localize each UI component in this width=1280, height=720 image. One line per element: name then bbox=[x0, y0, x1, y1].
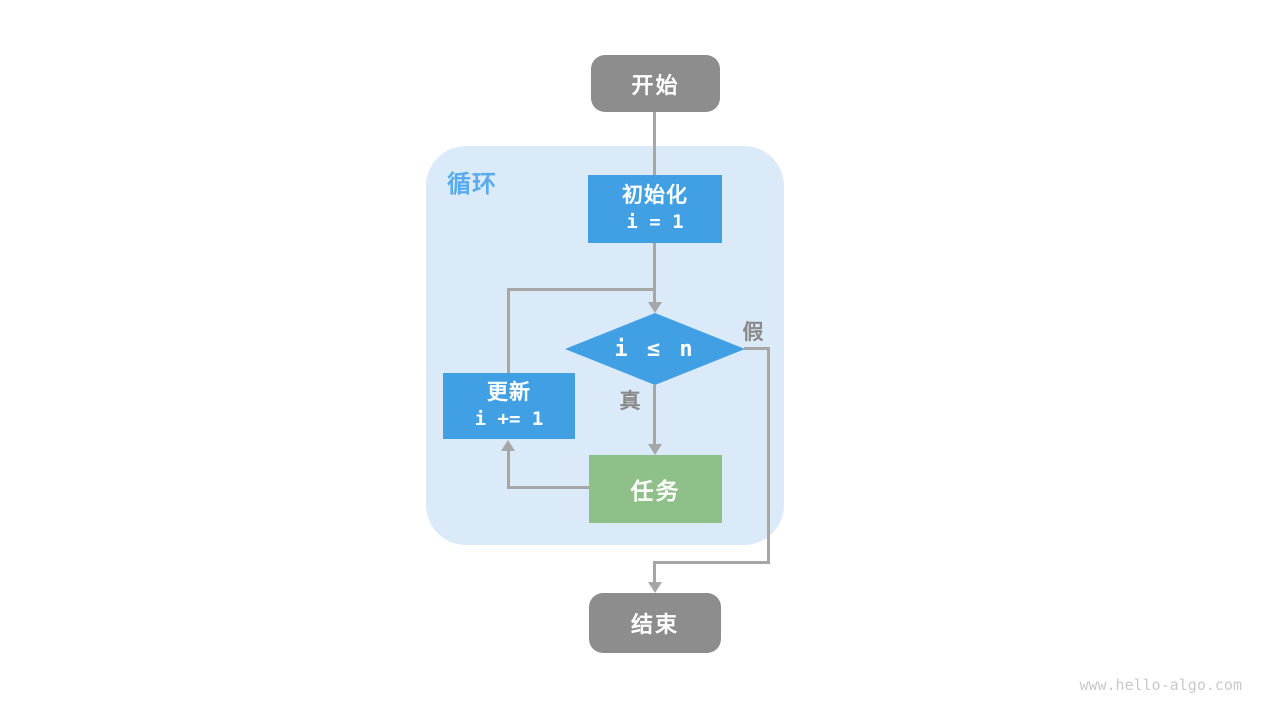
true-branch-label: 真 bbox=[619, 390, 641, 413]
arrowhead-into-end bbox=[648, 582, 662, 593]
arrowhead-into-task bbox=[648, 444, 662, 455]
connector-false-down bbox=[767, 347, 770, 564]
connector-task-left bbox=[507, 486, 590, 489]
connector-condition-to-task bbox=[653, 385, 656, 445]
connector-update-across bbox=[507, 288, 655, 291]
connector-false-to-end bbox=[653, 561, 656, 584]
watermark: www.hello-algo.com bbox=[1079, 676, 1242, 694]
node-start-label: 开始 bbox=[631, 72, 680, 98]
node-end: 结束 bbox=[589, 593, 721, 653]
connector-false-across bbox=[653, 561, 770, 564]
connector-update-up bbox=[507, 288, 510, 373]
node-end-label: 结束 bbox=[630, 612, 679, 637]
arrowhead-into-update bbox=[501, 440, 515, 451]
false-branch-label: 假 bbox=[742, 321, 764, 344]
arrowhead-into-condition bbox=[648, 302, 662, 313]
node-condition-code: i ≤ n bbox=[614, 336, 696, 362]
node-initialize-label: 初始化 bbox=[622, 184, 688, 207]
node-update: 更新 i += 1 bbox=[443, 373, 575, 439]
node-task: 任务 bbox=[589, 455, 722, 523]
node-task-label: 任务 bbox=[630, 478, 681, 504]
connector-start-to-init bbox=[653, 110, 656, 176]
loop-container-label: 循环 bbox=[447, 171, 497, 198]
node-update-code: i += 1 bbox=[474, 408, 544, 431]
node-update-label: 更新 bbox=[487, 381, 531, 404]
node-initialize-code: i = 1 bbox=[626, 211, 684, 234]
connector-init-to-condition bbox=[653, 243, 656, 304]
node-start: 开始 bbox=[591, 55, 720, 112]
connector-task-up bbox=[507, 450, 510, 489]
node-initialize: 初始化 i = 1 bbox=[588, 175, 722, 243]
connector-false-right bbox=[744, 347, 770, 350]
